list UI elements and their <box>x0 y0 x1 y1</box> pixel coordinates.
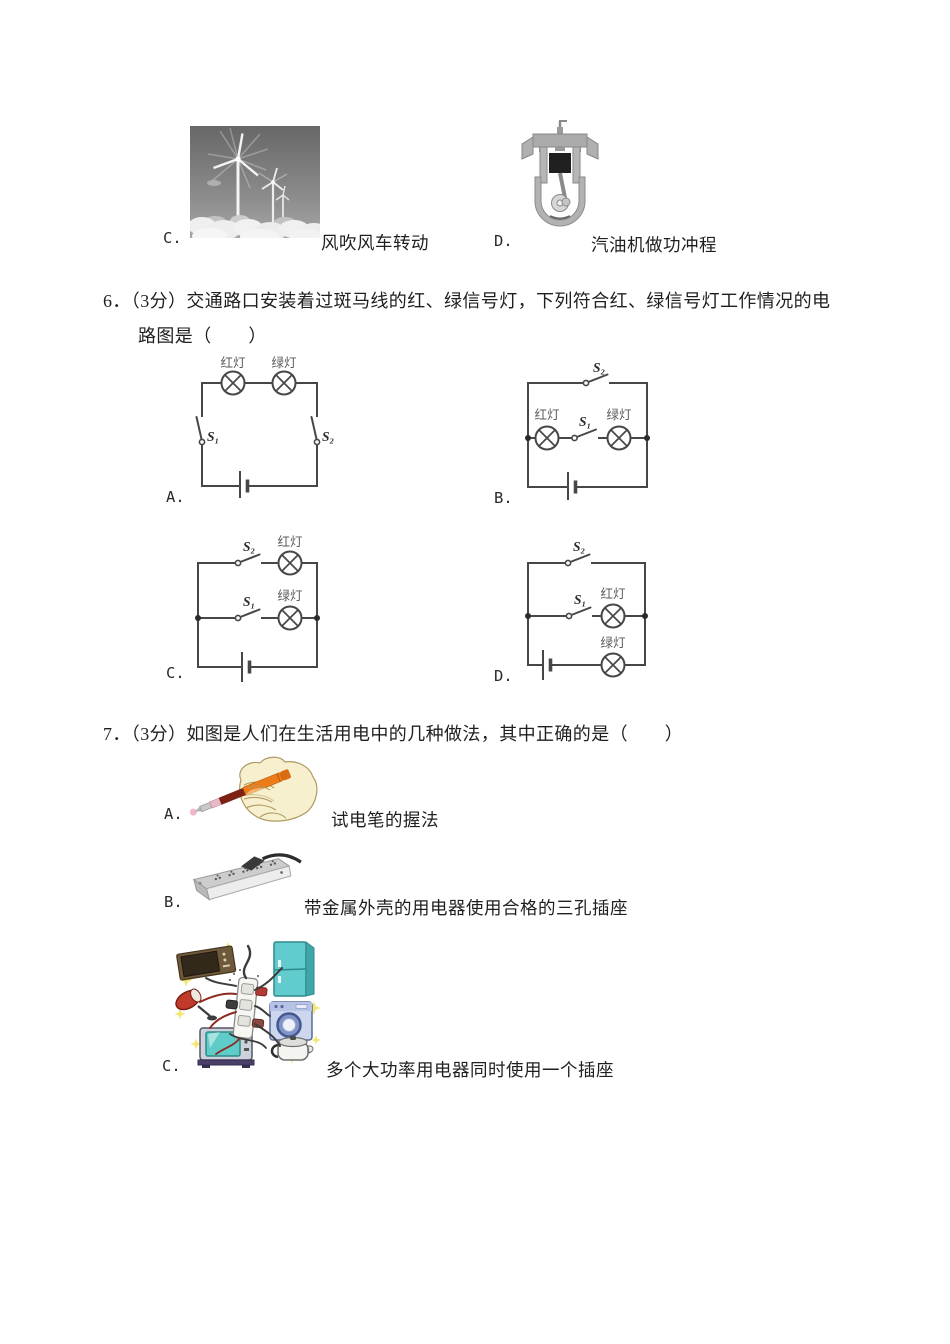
switch-s2-label: S₂ <box>593 360 606 375</box>
battery-symbol <box>566 470 578 500</box>
cylinder-wall-right <box>572 146 581 184</box>
green-lamp-label: 绿灯 <box>271 355 296 370</box>
gasoline-engine-image <box>521 120 599 227</box>
cylinder-head <box>532 133 588 148</box>
q6-option-a-letter: A. <box>166 488 185 506</box>
green-lamp-label: 绿灯 <box>277 588 302 603</box>
switch-s2 <box>564 553 591 567</box>
test-pencil-grip-image <box>189 756 318 822</box>
switch-s2 <box>310 416 321 446</box>
prev-option-d-letter: D. <box>494 232 513 250</box>
wire-loop <box>527 562 646 666</box>
spark-dots <box>229 969 259 981</box>
q7-option-b-caption: 带金属外壳的用电器使用合格的三孔插座 <box>304 898 628 918</box>
wind-turbines-image <box>190 126 320 238</box>
q7-option-a-letter: A. <box>164 805 183 823</box>
switch-s1-label: S₁ <box>207 429 219 444</box>
cloud-band <box>190 215 320 238</box>
switch-s1-label: S₁ <box>579 414 591 429</box>
switch-s1 <box>195 416 206 446</box>
red-lamp-label: 红灯 <box>600 586 625 601</box>
green-lamp-symbol <box>606 425 632 451</box>
red-lamp-symbol <box>534 425 560 451</box>
red-lamp-label: 红灯 <box>534 407 559 422</box>
kettle <box>270 1036 314 1061</box>
plug-brown <box>251 1018 265 1029</box>
red-lamp-symbol <box>600 603 626 629</box>
switch-s2-label: S₂ <box>243 539 256 554</box>
plug-cord <box>261 853 302 864</box>
tangled-wires <box>199 944 283 1055</box>
plug <box>241 856 265 871</box>
q7-option-b-letter: B. <box>164 893 183 911</box>
turbine-blur-streaks <box>207 127 269 189</box>
red-lamp-label: 红灯 <box>277 534 302 549</box>
circuit-diagram-a: 红灯 绿灯 S₁ S₂ <box>195 355 335 498</box>
circuit-diagram-d: S₂ S₁ 红灯 绿灯 <box>525 539 648 682</box>
switch-s2-label: S₂ <box>573 539 586 554</box>
prev-option-c-caption: 风吹风车转动 <box>321 233 429 253</box>
left-fin <box>521 136 534 160</box>
appliances-overload-image <box>174 941 321 1068</box>
green-lamp-symbol <box>271 370 297 396</box>
green-lamp-label: 绿灯 <box>600 635 625 650</box>
q6-option-d-letter: D. <box>494 667 513 685</box>
switch-s2-label: S₂ <box>322 429 335 444</box>
battery-symbol <box>541 648 553 682</box>
switch-s2 <box>234 553 261 567</box>
strip-end-cap <box>193 878 211 901</box>
oil-level <box>549 215 571 220</box>
question-7-text: 7．（3分）如图是人们在生活用电中的几种做法，其中正确的是（ ） <box>103 724 684 744</box>
green-lamp-symbol <box>277 605 303 631</box>
wind-turbine-second <box>258 167 288 226</box>
q7-option-c-caption: 多个大功率用电器同时使用一个插座 <box>326 1060 614 1080</box>
red-lamp-label: 红灯 <box>220 355 245 370</box>
switch-s1 <box>234 608 261 622</box>
power-strip-image <box>192 853 302 901</box>
red-lamp-symbol <box>277 550 303 576</box>
switch-s1 <box>565 606 592 620</box>
wind-turbine-main <box>213 133 259 223</box>
neon-glow <box>189 808 197 816</box>
grip-finger-overlay <box>243 785 273 803</box>
q6-option-c-letter: C. <box>166 664 185 682</box>
q7-option-a-caption: 试电笔的握法 <box>331 810 439 830</box>
plug-black <box>225 999 238 1010</box>
battery-symbol <box>240 650 252 684</box>
prev-option-d-caption: 汽油机做功冲程 <box>591 235 717 255</box>
power-strip-center <box>225 976 268 1040</box>
question-6-text-line1: 6．（3分）交通路口安装着过斑马线的红、绿信号灯，下列符合红、绿信号灯工作情况的… <box>103 291 831 311</box>
circuit-diagram-c: S₂ 红灯 S₁ 绿灯 <box>195 534 320 684</box>
right-fin <box>586 136 599 160</box>
refrigerator <box>273 941 315 997</box>
q7-option-c-letter: C. <box>162 1057 181 1075</box>
switch-s1 <box>570 428 597 442</box>
prev-option-c-letter: C. <box>163 229 182 247</box>
question-6-text-line2: 路图是（ ） <box>138 326 267 346</box>
microwave <box>176 945 237 981</box>
crankcase <box>534 176 586 227</box>
circuit-diagram-b: S₂ 红灯 S₁ 绿灯 <box>525 360 650 500</box>
cylinder-wall-left <box>539 146 548 184</box>
green-lamp-symbol <box>600 652 626 678</box>
piston <box>549 153 571 173</box>
wire-loop <box>201 382 318 487</box>
washing-machine <box>269 1001 313 1041</box>
desk-lamp <box>175 988 217 1021</box>
red-lamp-symbol <box>220 370 246 396</box>
switch-s2 <box>582 373 609 387</box>
switch-s1-label: S₁ <box>243 594 255 609</box>
battery-symbol <box>238 469 250 498</box>
switch-s1-label: S₁ <box>574 592 586 607</box>
green-lamp-label: 绿灯 <box>606 407 631 422</box>
q6-option-b-letter: B. <box>494 489 513 507</box>
spark-plug <box>557 120 567 134</box>
